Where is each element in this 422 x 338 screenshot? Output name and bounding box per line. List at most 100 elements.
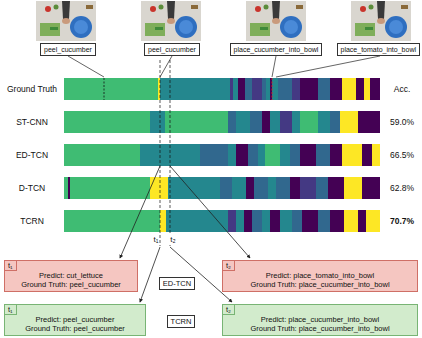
action-segment bbox=[356, 78, 364, 100]
frame-marker bbox=[272, 78, 273, 100]
prediction-callout: t₂ Predict: place_tomato_into_bowlGround … bbox=[222, 260, 418, 292]
action-segment bbox=[328, 177, 344, 199]
accuracy-value: 59.0% bbox=[390, 117, 414, 128]
action-segment bbox=[342, 144, 362, 166]
leader-line bbox=[276, 56, 380, 77]
leader-line bbox=[68, 56, 104, 77]
action-segment bbox=[228, 144, 236, 166]
action-segment bbox=[70, 177, 150, 199]
action-segment bbox=[342, 78, 356, 100]
callout-text: Ground Truth: place_cucumber_into_bowl bbox=[250, 281, 389, 290]
action-segment bbox=[358, 210, 366, 232]
action-segment bbox=[344, 210, 358, 232]
row-name: ED-TCN bbox=[16, 150, 48, 161]
action-segment bbox=[362, 144, 372, 166]
action-label-box: TCRN bbox=[167, 315, 196, 328]
action-label: place_tomato_into_bowl bbox=[341, 45, 417, 54]
callout-text: Predict: place_tomato_into_bowl bbox=[266, 272, 374, 281]
time-label: t₁ bbox=[153, 235, 160, 245]
video-frame bbox=[141, 1, 201, 41]
action-segment bbox=[150, 111, 165, 133]
action-segment bbox=[220, 177, 232, 199]
frame-marker bbox=[104, 78, 105, 100]
action-segment bbox=[150, 177, 168, 199]
action-segment bbox=[252, 210, 262, 232]
action-segment bbox=[300, 78, 318, 100]
action-segment bbox=[330, 111, 340, 133]
action-segment bbox=[330, 78, 342, 100]
action-segment bbox=[160, 210, 166, 232]
video-frame bbox=[246, 1, 306, 41]
callout-arrow bbox=[120, 166, 160, 258]
action-segment bbox=[280, 111, 292, 133]
action-segment bbox=[265, 144, 280, 166]
action-segment bbox=[270, 78, 272, 100]
accuracy-value: 62.8% bbox=[390, 183, 414, 194]
action-segment bbox=[290, 144, 300, 166]
action-segment bbox=[64, 177, 68, 199]
callout-text: Ground Truth: peel_cucumber bbox=[25, 325, 125, 334]
action-segment bbox=[300, 111, 318, 133]
action-segment bbox=[233, 78, 238, 100]
action-segment bbox=[362, 177, 380, 199]
callout-text: Predict: cut_lettuce bbox=[39, 272, 103, 281]
callout-text: Predict: peel_cucumber bbox=[36, 316, 115, 325]
action-segment bbox=[318, 111, 330, 133]
row-name: ST-CNN bbox=[16, 117, 48, 128]
leader-line bbox=[272, 56, 276, 77]
action-segment bbox=[302, 210, 318, 232]
action-segment bbox=[262, 210, 270, 232]
action-segment bbox=[244, 210, 252, 232]
action-label-box: peel_cucumber bbox=[144, 43, 200, 56]
action-segment bbox=[330, 210, 344, 232]
action-label: TCRN bbox=[171, 317, 192, 326]
action-segment bbox=[340, 111, 358, 133]
action-segment bbox=[268, 177, 276, 199]
action-segment bbox=[248, 144, 258, 166]
prediction-callout: t₂ Predict: place_cucumber_into_bowlGroun… bbox=[222, 304, 418, 336]
video-frame bbox=[36, 1, 96, 41]
row-name: Ground Truth bbox=[7, 84, 57, 95]
action-segment bbox=[254, 177, 268, 199]
action-segment bbox=[262, 78, 266, 100]
action-segment bbox=[292, 78, 300, 100]
action-segment bbox=[236, 210, 244, 232]
action-segment bbox=[272, 78, 278, 100]
action-label-box: peel_cucumber bbox=[40, 43, 96, 56]
accuracy-value: 70.7% bbox=[390, 216, 414, 227]
action-segment bbox=[266, 78, 270, 100]
row-name: D-TCN bbox=[19, 183, 45, 194]
action-segment bbox=[236, 111, 250, 133]
action-segment bbox=[364, 78, 370, 100]
action-segment bbox=[258, 144, 265, 166]
action-segment bbox=[300, 144, 316, 166]
action-segment bbox=[228, 210, 236, 232]
action-segment bbox=[238, 78, 245, 100]
prediction-callout: t₁Predict: peel_cucumberGround Truth: pe… bbox=[4, 304, 146, 336]
callout-text: Predict: place_cucumber_into_bowl bbox=[261, 316, 379, 325]
callout-arrow bbox=[170, 166, 250, 258]
action-segment bbox=[245, 78, 252, 100]
prediction-callout: t₁Predict: cut_lettuceGround Truth: peel… bbox=[4, 260, 138, 292]
action-segment bbox=[262, 111, 270, 133]
callout-text: Ground Truth: peel_cucumber bbox=[21, 281, 121, 290]
action-segment bbox=[250, 111, 262, 133]
time-tab: t₂ bbox=[222, 260, 235, 271]
action-segment bbox=[276, 177, 290, 199]
row-name: TCRN bbox=[20, 216, 44, 227]
action-segment bbox=[168, 177, 220, 199]
column-header: Acc. bbox=[394, 84, 411, 95]
time-marker bbox=[170, 60, 171, 246]
callout-text: Ground Truth: place_cucumber_into_bowl bbox=[250, 325, 389, 334]
action-segment bbox=[64, 144, 140, 166]
action-segment bbox=[270, 111, 280, 133]
action-segment bbox=[165, 111, 228, 133]
action-label: place_cucumber_into_bowl bbox=[234, 45, 319, 54]
action-segment bbox=[292, 210, 302, 232]
action-label-box: place_tomato_into_bowl bbox=[337, 43, 421, 56]
leader-lines bbox=[68, 56, 380, 77]
action-label-box: place_cucumber_into_bowl bbox=[230, 43, 323, 56]
action-segment bbox=[280, 210, 292, 232]
action-segment bbox=[232, 177, 246, 199]
time-tab: t₂ bbox=[222, 304, 235, 315]
